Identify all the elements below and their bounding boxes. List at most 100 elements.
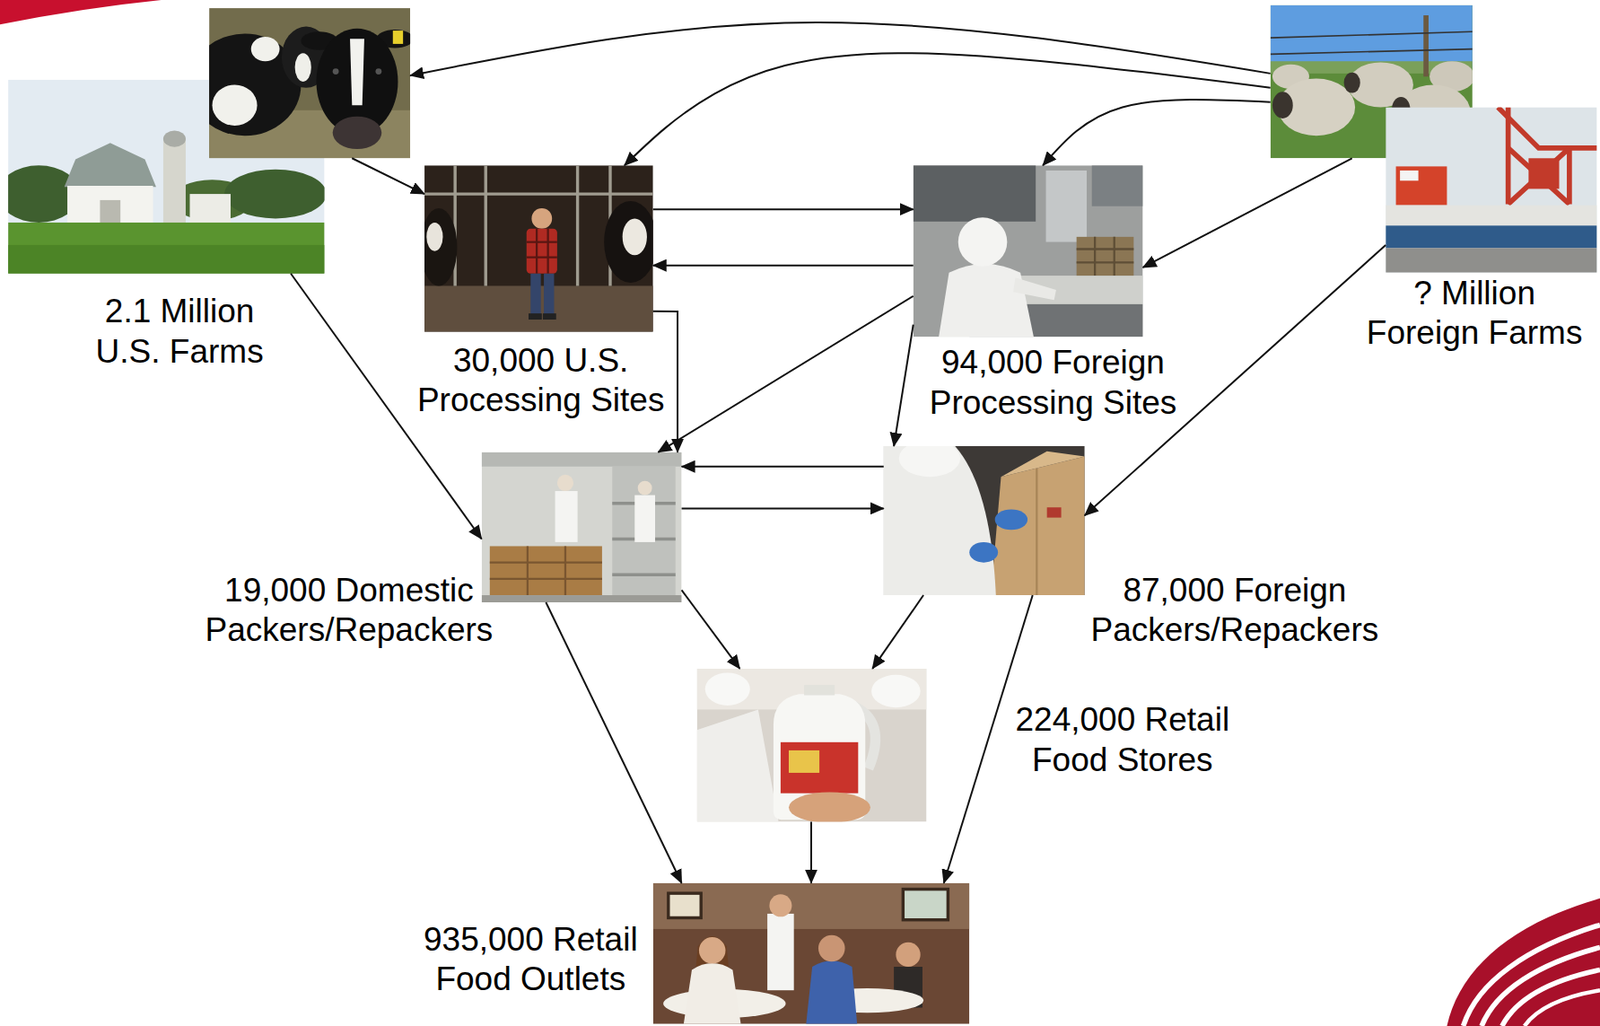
cow-photo	[295, 52, 312, 82]
logo	[1524, 989, 1600, 1026]
processing-photo	[913, 165, 1144, 337]
photo-box: ? Million Foreign Farms	[1270, 5, 1598, 273]
farm-photo	[8, 222, 325, 274]
restaurant-photo	[653, 883, 971, 1024]
port-photo	[1385, 205, 1597, 227]
store-photo	[697, 708, 779, 822]
boxing-photo	[990, 455, 1085, 595]
flow-arrow	[657, 296, 913, 453]
packing-photo	[481, 594, 682, 603]
boxing-photo	[1001, 451, 1085, 477]
restaurant-photo	[696, 935, 729, 967]
logo	[1446, 898, 1600, 1026]
milking-photo	[531, 208, 552, 229]
processing-photo	[1046, 170, 1087, 243]
store-photo	[697, 668, 927, 823]
flow-arrow	[653, 208, 914, 210]
restaurant-photo	[818, 935, 846, 962]
label-box: 30,000 U.S. Processing Sites	[410, 340, 673, 421]
sheep-photo	[1344, 72, 1361, 94]
logo	[1463, 924, 1600, 1026]
photo-box: 87,000 Foreign Packers/Repackers	[883, 445, 1085, 595]
restaurant-photo	[769, 893, 792, 917]
port-photo	[1497, 106, 1597, 204]
node-label: 94,000 Foreign Processing Sites	[921, 342, 1184, 423]
packing-photo	[481, 452, 682, 467]
flow-arrow	[410, 22, 1271, 76]
photo-box: 935,000 Retail Food Outlets	[653, 883, 971, 1024]
processing-photo	[1013, 277, 1057, 300]
milking-photo	[603, 201, 657, 283]
connector-group	[290, 22, 1386, 884]
boxing-photo	[969, 542, 998, 563]
node-label: 30,000 U.S. Processing Sites	[410, 340, 673, 421]
port-photo	[1508, 148, 1570, 205]
milking-photo	[546, 228, 549, 274]
port-photo	[1528, 157, 1559, 189]
port-photo	[1385, 247, 1597, 272]
milking-photo	[484, 165, 488, 286]
milking-photo	[526, 255, 558, 258]
milking-photo	[526, 228, 558, 274]
restaurant-photo	[653, 883, 971, 929]
flow-arrow	[351, 157, 425, 194]
sheep-photo	[1270, 31, 1473, 38]
flow-arrow	[872, 594, 924, 669]
logo	[1481, 946, 1600, 1026]
port-photo	[1505, 106, 1512, 204]
packing-photo	[612, 466, 676, 603]
processing-photo	[1113, 236, 1116, 276]
restaurant-photo	[767, 913, 795, 990]
store-photo	[871, 674, 921, 708]
cow-photo	[212, 84, 258, 125]
farm-photo	[8, 244, 325, 274]
photo-box: 224,000 Retail Food Stores	[697, 668, 927, 822]
label-box: 87,000 Foreign Packers/Repackers	[1084, 570, 1387, 651]
label-box: 2.1 Million U.S. Farms	[87, 291, 272, 372]
cow-photo	[332, 116, 383, 149]
restaurant-photo	[653, 883, 971, 1024]
processing-photo	[1092, 165, 1144, 206]
flow-arrow	[944, 594, 1033, 884]
sheep-photo	[1270, 49, 1473, 55]
boxing-photo	[883, 439, 1085, 595]
photo-box: 2.1 Million U.S. Farms	[8, 8, 411, 274]
packing-photo	[481, 452, 682, 603]
photo-box: 30,000 U.S. Processing Sites	[424, 165, 654, 332]
milking-photo	[526, 240, 558, 243]
cow-photo	[375, 68, 382, 75]
store-photo	[780, 742, 858, 794]
flow-arrow	[681, 589, 741, 669]
port-photo	[1385, 106, 1597, 272]
farm-photo	[67, 185, 154, 229]
store-photo	[705, 672, 751, 705]
node-label: ? Million Foreign Farms	[1359, 273, 1589, 354]
farm-photo	[224, 169, 327, 219]
milking-photo	[526, 228, 558, 274]
milking-photo	[530, 273, 541, 315]
node-label: 224,000 Retail Food Stores	[1007, 699, 1237, 780]
cow-photo	[188, 8, 413, 158]
processing-photo	[1076, 261, 1135, 263]
boxing-photo	[1035, 468, 1038, 595]
processing-photo	[1076, 247, 1135, 250]
milking-photo	[419, 208, 457, 286]
flow-arrow	[681, 465, 884, 468]
processing-photo	[1076, 236, 1135, 276]
node-label: 2.1 Million U.S. Farms	[87, 291, 272, 372]
milking-photo	[622, 218, 647, 255]
cow-photo	[393, 30, 403, 44]
flow-arrow	[545, 602, 682, 884]
store-photo	[788, 792, 871, 823]
packing-photo	[557, 474, 574, 491]
cow-photo	[251, 36, 280, 62]
processing-photo	[938, 263, 1034, 337]
packing-photo	[489, 545, 603, 595]
milking-photo	[424, 192, 654, 195]
logo	[1502, 969, 1600, 1026]
flow-arrow	[681, 507, 884, 509]
port-photo	[1385, 225, 1597, 248]
milking-photo	[426, 222, 443, 252]
